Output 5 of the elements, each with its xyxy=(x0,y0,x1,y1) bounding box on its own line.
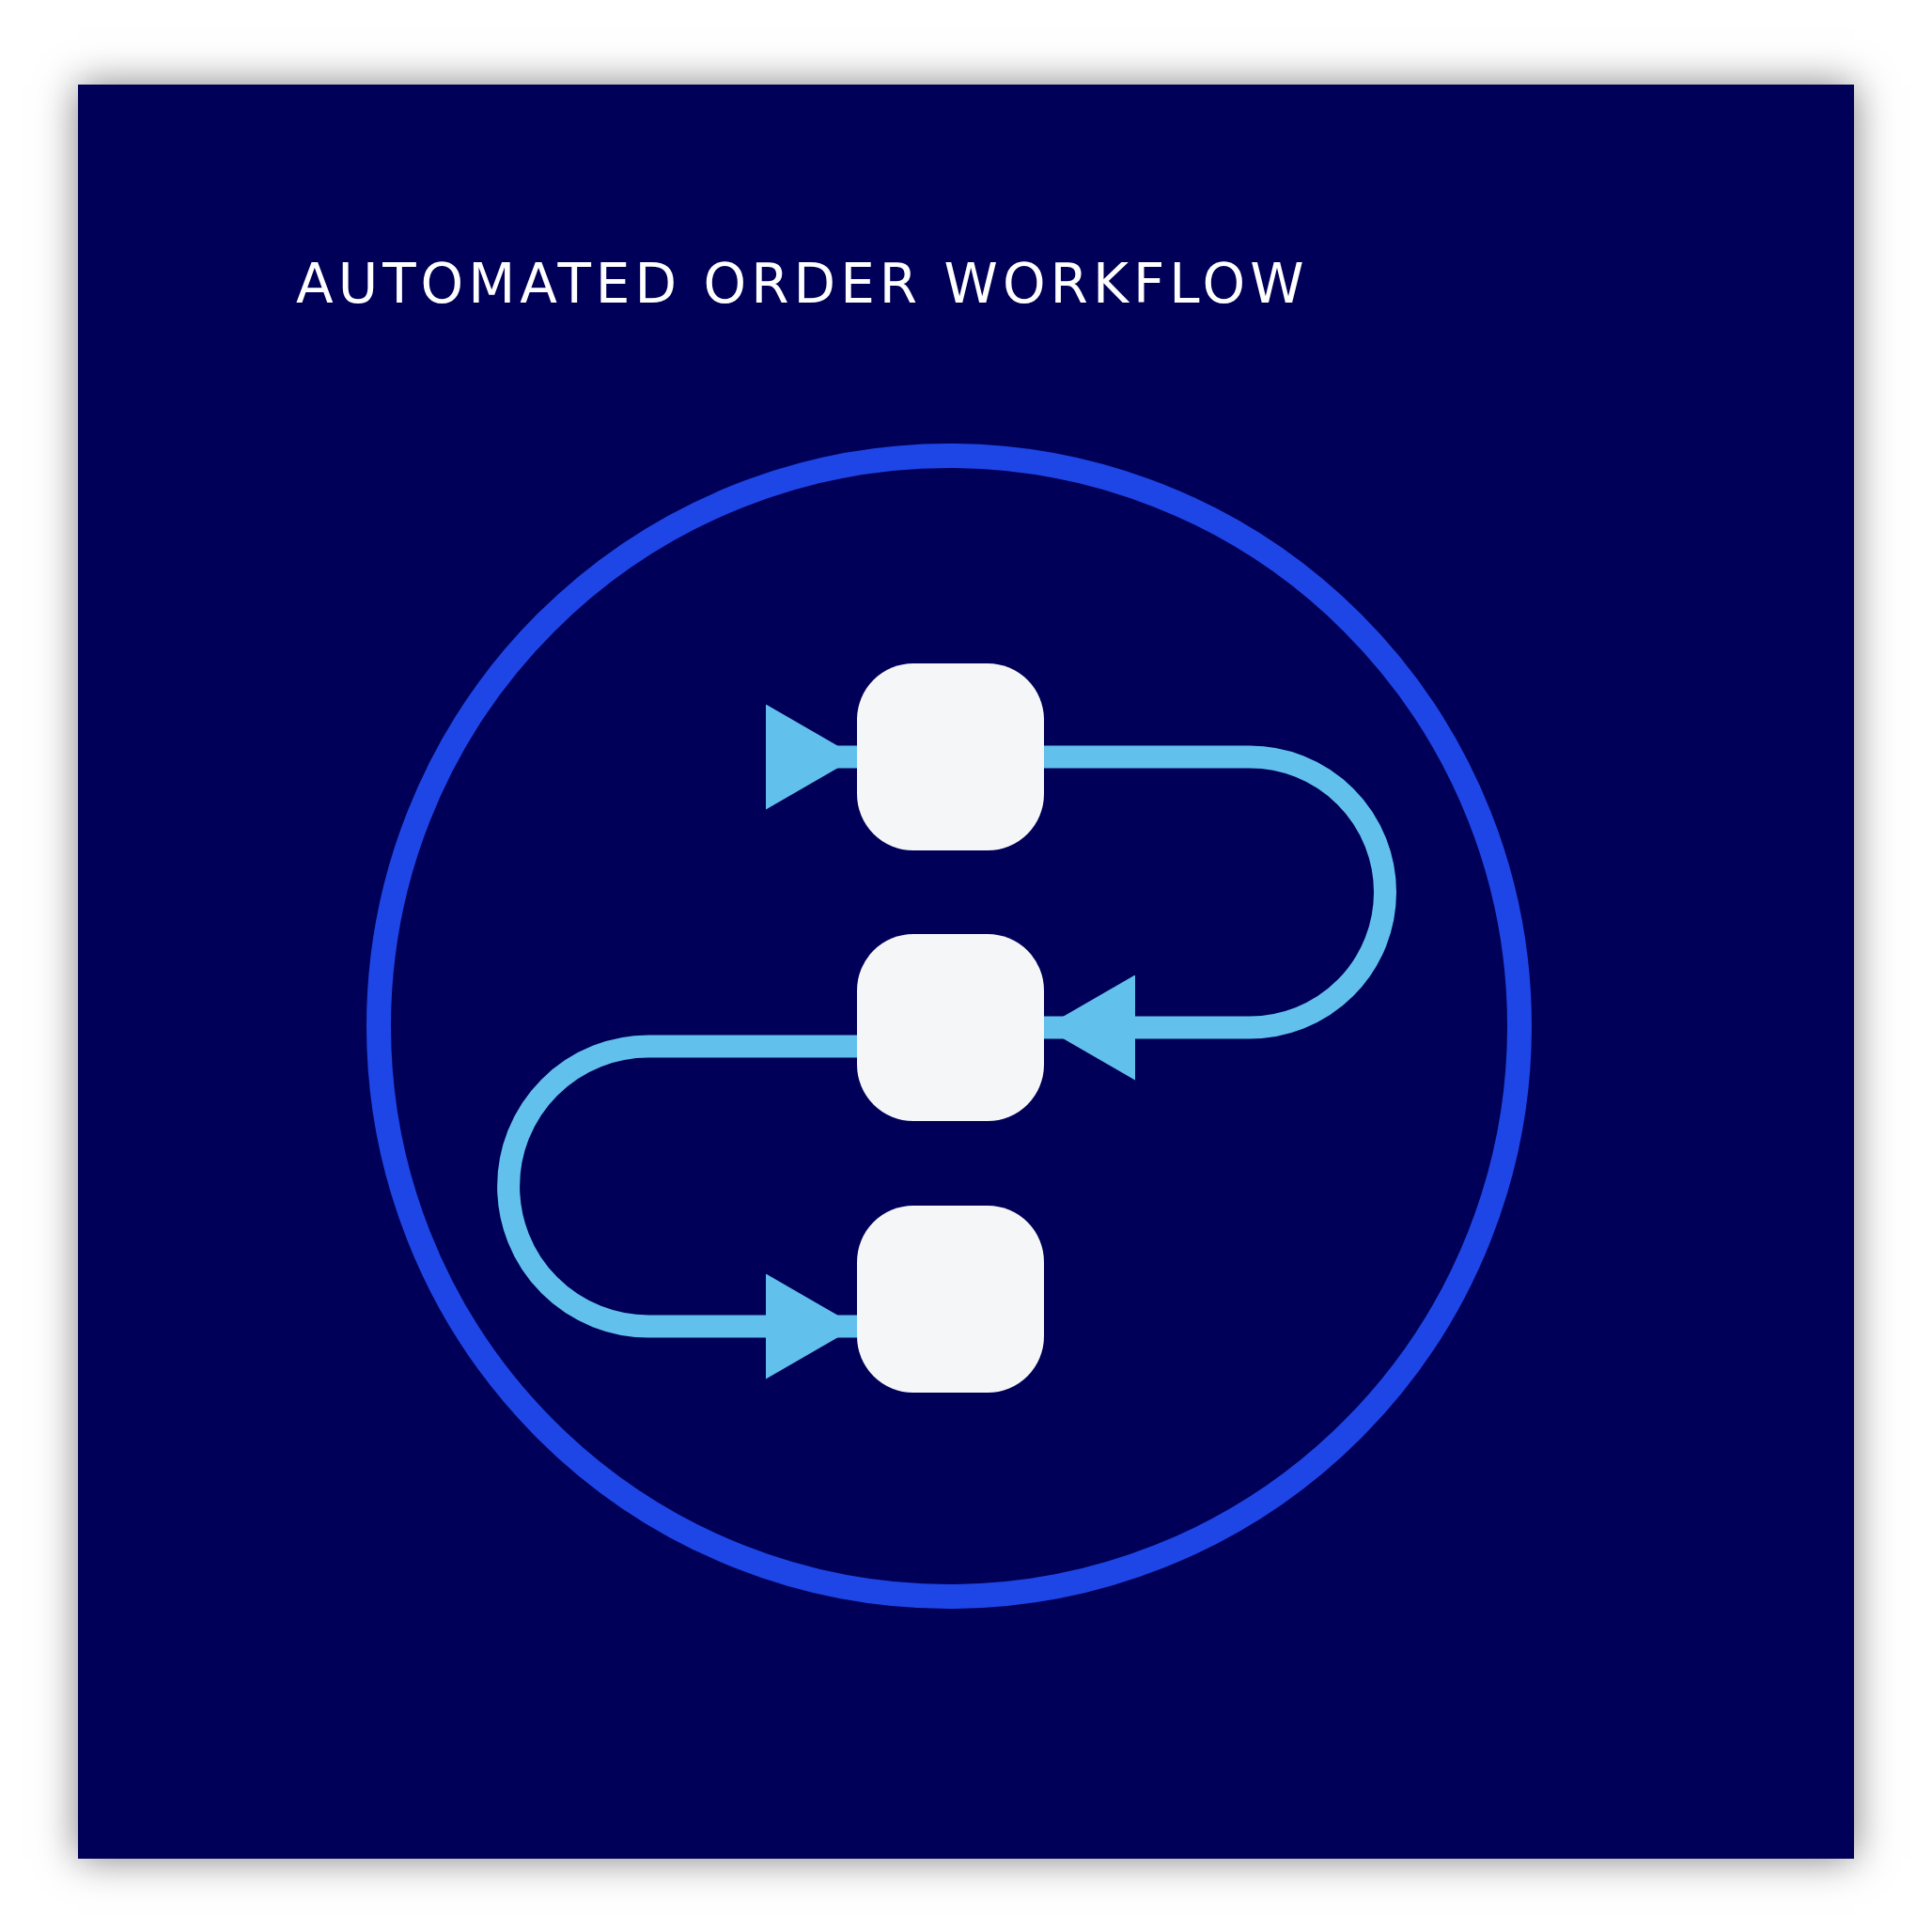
arrow xyxy=(766,704,857,810)
ring xyxy=(366,444,1532,1609)
arrow xyxy=(497,1035,857,1379)
arrow xyxy=(1044,745,1396,1081)
diagram-title: AUTOMATED ORDER WORKFLOW xyxy=(296,252,1309,316)
